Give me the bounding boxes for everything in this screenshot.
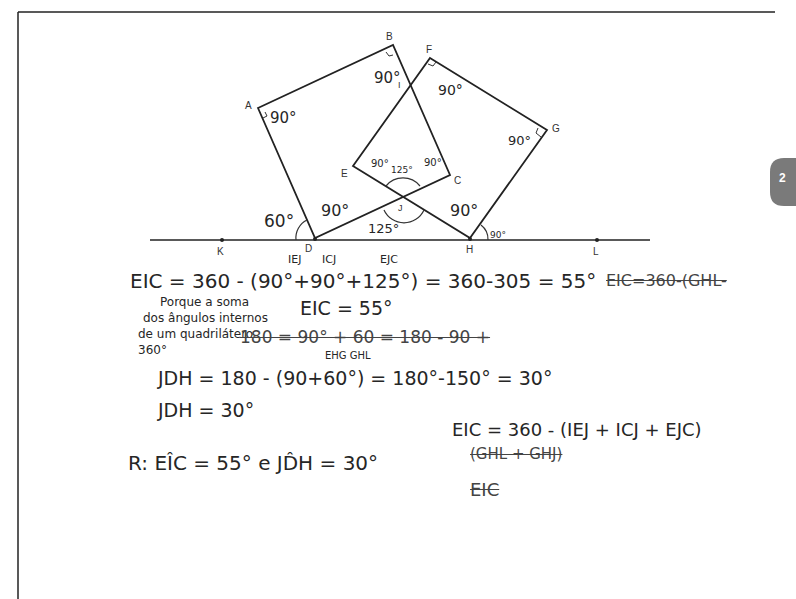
point-label: G <box>552 123 560 135</box>
angle-arc <box>386 178 420 186</box>
handwritten-text: R: EÎC = 55° e JD̂H = 30° <box>128 452 378 475</box>
page-tab <box>770 158 796 206</box>
handwritten-text: EIC = 360 - (90°+90°+125°) = 360-305 = 5… <box>130 270 596 293</box>
handwritten-text: 90° <box>270 110 297 127</box>
point-label: E <box>341 168 348 180</box>
handwritten-text: EIC <box>470 480 499 501</box>
point-label: L <box>593 246 599 258</box>
handwritten-text: JDH = 30° <box>158 400 254 422</box>
handwritten-text: IEJ <box>288 254 301 267</box>
handwritten-text: dos ângulos internos <box>143 312 268 326</box>
handwritten-text: 90° <box>424 157 442 169</box>
handwritten-text: 90° <box>508 134 531 149</box>
handwritten-text: 90° <box>371 158 389 170</box>
point-label: F <box>426 44 432 56</box>
point-dot <box>595 238 599 242</box>
handwritten-text: ICJ <box>322 254 336 267</box>
angle-arc <box>384 210 424 223</box>
handwritten-text: 90° <box>450 202 478 220</box>
handwritten-text: 90° <box>374 70 401 87</box>
handwritten-text: 180 = 90° + 60 = 180 - 90 + <box>240 328 490 348</box>
page-border <box>17 12 19 599</box>
page-number: 2 <box>779 172 786 186</box>
point-label: C <box>454 175 461 187</box>
handwritten-text: EIC = 360 - (IEJ + ICJ + EJC) <box>452 420 702 441</box>
point-label: H <box>466 244 473 256</box>
right-angle-mark <box>386 52 393 56</box>
point-dot <box>468 237 472 241</box>
handwritten-text: (GHL + GHJ) <box>470 446 562 463</box>
handwritten-text: 360° <box>138 344 167 358</box>
square-efgh <box>353 58 547 238</box>
page-border <box>18 11 775 13</box>
handwritten-text: 90° <box>321 202 349 220</box>
point-label: D <box>305 243 312 255</box>
handwritten-text: 125° <box>368 222 399 237</box>
base-line <box>150 239 650 241</box>
handwritten-text: EHG GHL <box>325 350 371 362</box>
handwritten-text: EIC = 55° <box>300 298 393 320</box>
right-angle-mark <box>263 112 267 118</box>
right-angle-mark <box>428 62 436 66</box>
point-label: A <box>245 100 252 112</box>
handwritten-text: 90° <box>490 230 506 240</box>
handwritten-text: 60° <box>264 212 294 232</box>
point-label: B <box>386 31 393 43</box>
angle-arc <box>296 220 307 240</box>
handwritten-text: 125° <box>391 165 413 175</box>
handwritten-text: EIC=360-(GHL- <box>606 272 727 290</box>
handwritten-text: EJC <box>380 254 398 267</box>
point-dot <box>313 237 317 241</box>
handwritten-text: Porque a soma <box>160 296 249 310</box>
point-label: J <box>398 203 403 213</box>
point-dot <box>220 238 224 242</box>
right-angle-mark <box>536 128 541 137</box>
handwritten-text: JDH = 180 - (90+60°) = 180°-150° = 30° <box>158 368 552 390</box>
handwritten-text: de um quadrilátero <box>138 328 253 342</box>
angle-arc <box>481 225 488 240</box>
handwritten-text: 90° <box>438 82 463 98</box>
point-label: K <box>217 246 224 258</box>
square-abcd <box>258 45 450 238</box>
